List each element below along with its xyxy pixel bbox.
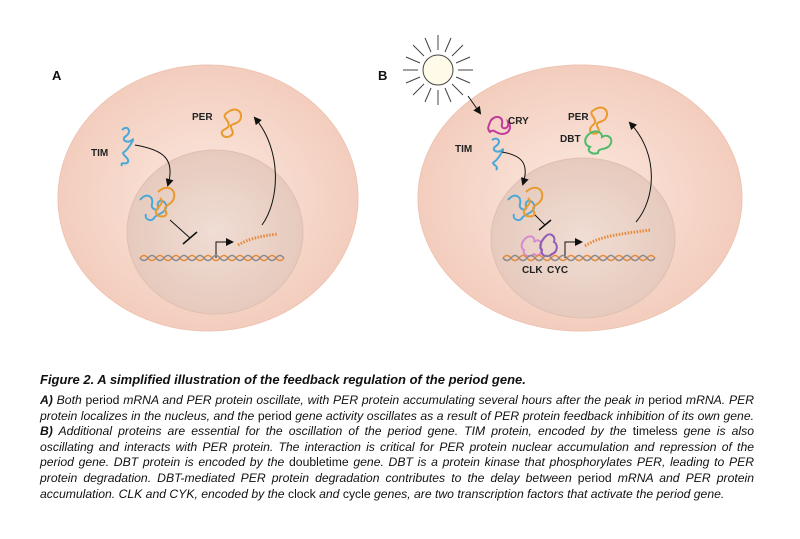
caption-segment: and: [319, 486, 343, 501]
dna-strand: [139, 254, 285, 262]
inhibition-bar: [182, 231, 198, 245]
caption-segment: genes, are two transcription factors tha…: [374, 486, 725, 501]
caption-segment: Both: [52, 393, 86, 407]
caption-segment: mRNA. PER protein localizes in the nucle…: [40, 393, 755, 423]
caption-segment: timeless: [632, 424, 684, 439]
clk-label: CLK: [522, 265, 543, 276]
cry-label: CRY: [508, 116, 529, 127]
export-arrow: [628, 121, 652, 223]
caption-segment: doubletime: [289, 455, 354, 470]
promoter-arrow: [215, 238, 234, 258]
per-label: PER: [568, 112, 589, 123]
cyc-label: CYC: [547, 265, 568, 276]
export-arrow: [253, 116, 276, 226]
caption-body: A) Both period mRNA and PER protein osci…: [40, 393, 754, 502]
caption-segment: cycle: [342, 486, 375, 501]
dna: [502, 254, 656, 262]
panel-b: B CRY TIM PER DBT: [378, 35, 743, 332]
inhibition-line: [534, 214, 546, 226]
caption-title: Figure 2. A simplified illustration of t…: [40, 372, 526, 387]
caption-segment: gene is also oscillating and interacts w…: [40, 424, 754, 470]
tim-label: TIM: [455, 144, 472, 155]
cry-protein: [487, 116, 511, 136]
inhibition-bar: [538, 219, 552, 231]
mrna: [237, 232, 279, 247]
nucleus: [126, 149, 304, 315]
caption-segment: Additional proteins are essential for th…: [52, 424, 633, 439]
tim-label: TIM: [91, 148, 108, 159]
tim-per-complex: [139, 186, 176, 222]
caption-segment: period: [85, 393, 124, 407]
inhibition-line: [169, 219, 191, 239]
caption-segment: gene activity oscillates as a result of …: [295, 408, 754, 423]
caption-segment: mRNA and PER protein oscillate, with PER…: [123, 393, 649, 407]
caption-segment: B): [40, 424, 53, 439]
panel-a-label: A: [52, 68, 62, 83]
caption-segment: period: [648, 393, 686, 407]
clk-protein: [520, 235, 543, 258]
import-arrow: [501, 151, 529, 186]
caption-segment: period: [577, 470, 618, 485]
light-arrow: [467, 95, 482, 115]
panel-b-label: B: [378, 68, 387, 83]
cyc-protein: [539, 233, 558, 258]
tim-protein: [491, 137, 504, 171]
dbt-protein: [584, 130, 613, 155]
panel-a: A TIM PER: [52, 64, 359, 332]
import-arrow: [134, 144, 174, 187]
per-protein: [588, 106, 608, 135]
nucleus: [490, 157, 676, 319]
caption-segment: gene. DBT is a protein kinase that phosp…: [40, 455, 755, 485]
caption-segment: period: [257, 408, 296, 423]
sun-icon: [403, 35, 473, 105]
caption-segment: clock: [287, 486, 320, 501]
promoter-arrow: [564, 238, 583, 258]
dna-strand: [502, 254, 656, 262]
figure-caption: Figure 2. A simplified illustration of t…: [40, 372, 754, 502]
per-protein: [220, 108, 242, 138]
tim-per-complex: [507, 186, 544, 222]
caption-segment: mRNA and PER protein accumulation. CLK a…: [40, 470, 755, 501]
dbt-label: DBT: [560, 134, 581, 145]
tim-protein: [120, 126, 134, 167]
figure-diagram: A TIM PER B: [52, 35, 743, 332]
caption-segment: A): [40, 393, 53, 407]
per-label: PER: [192, 112, 213, 123]
